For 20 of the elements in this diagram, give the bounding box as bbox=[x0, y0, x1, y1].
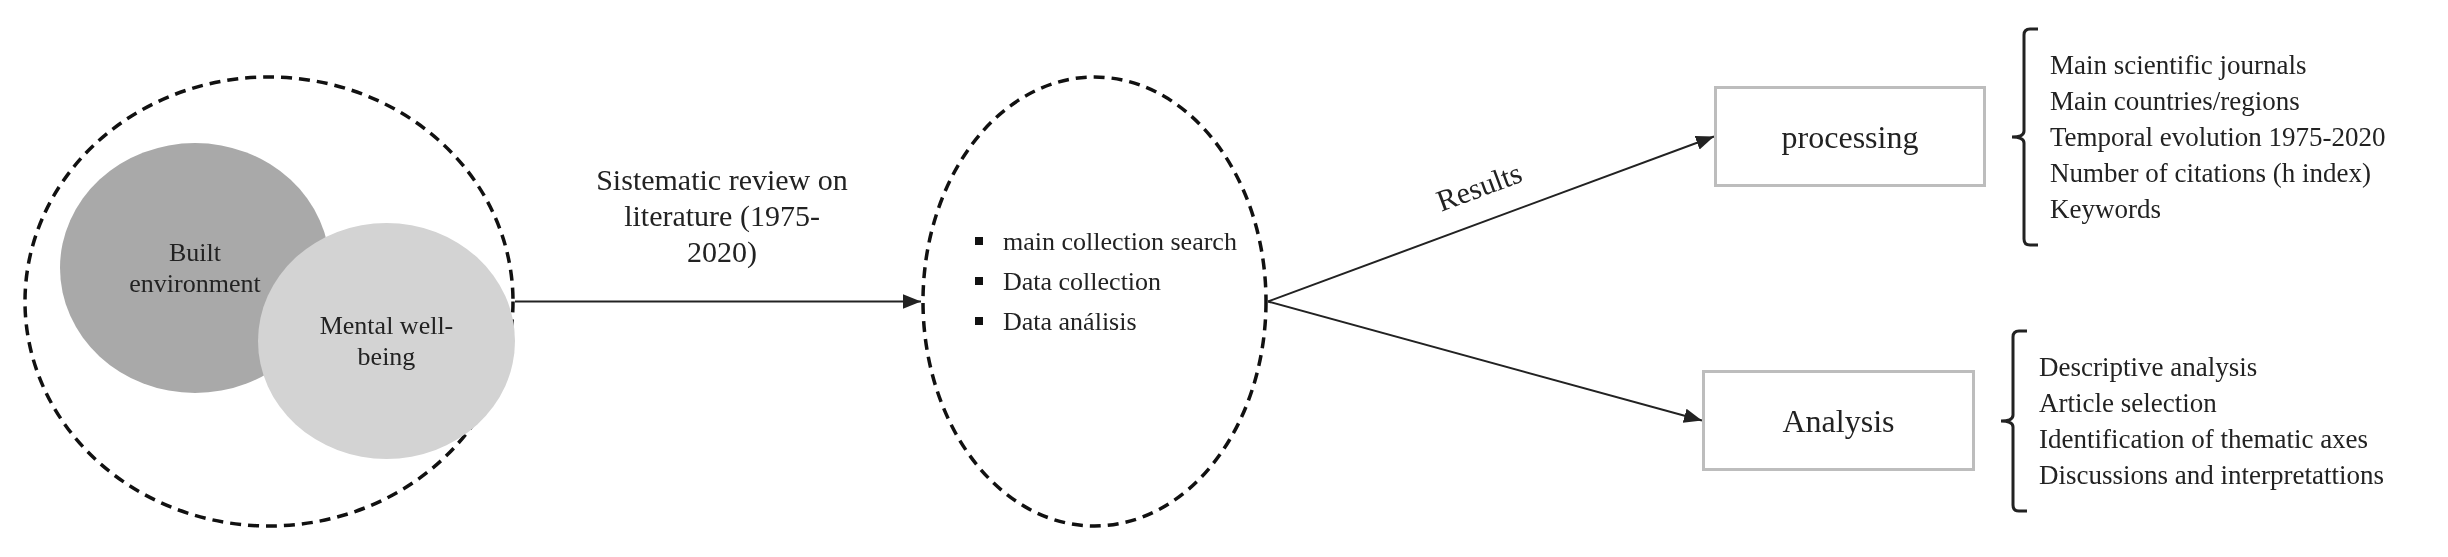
dashed-circle bbox=[921, 75, 1268, 528]
node-label: processing bbox=[1781, 117, 1919, 156]
node-label: Built environment bbox=[128, 236, 262, 300]
list-item: Keywords bbox=[2050, 192, 2161, 226]
list-item: Number of citations (h index) bbox=[2050, 156, 2371, 190]
list-item: Article selection bbox=[2039, 386, 2217, 420]
list-item: Descriptive analysis bbox=[2039, 350, 2258, 384]
process-box bbox=[1714, 86, 1986, 187]
node-label: Mental well-being bbox=[318, 309, 455, 373]
node-label: Analysis bbox=[1782, 401, 1895, 440]
bullet-item: Data análisis bbox=[1003, 306, 1137, 336]
list-item: Main scientific journals bbox=[2050, 48, 2307, 82]
list-item: Discussions and interpretattions bbox=[2039, 458, 2384, 492]
process-box bbox=[1702, 370, 1975, 471]
dashed-circle bbox=[23, 75, 515, 528]
bullet-item: Data collection bbox=[1003, 266, 1162, 296]
list-item: Temporal evolution 1975-2020 bbox=[2050, 120, 2386, 154]
bullet-item: main collection search bbox=[1003, 227, 1237, 256]
list-item: Main countries/regions bbox=[2050, 84, 2300, 118]
list-item: Identification of thematic axes bbox=[2039, 422, 2369, 456]
